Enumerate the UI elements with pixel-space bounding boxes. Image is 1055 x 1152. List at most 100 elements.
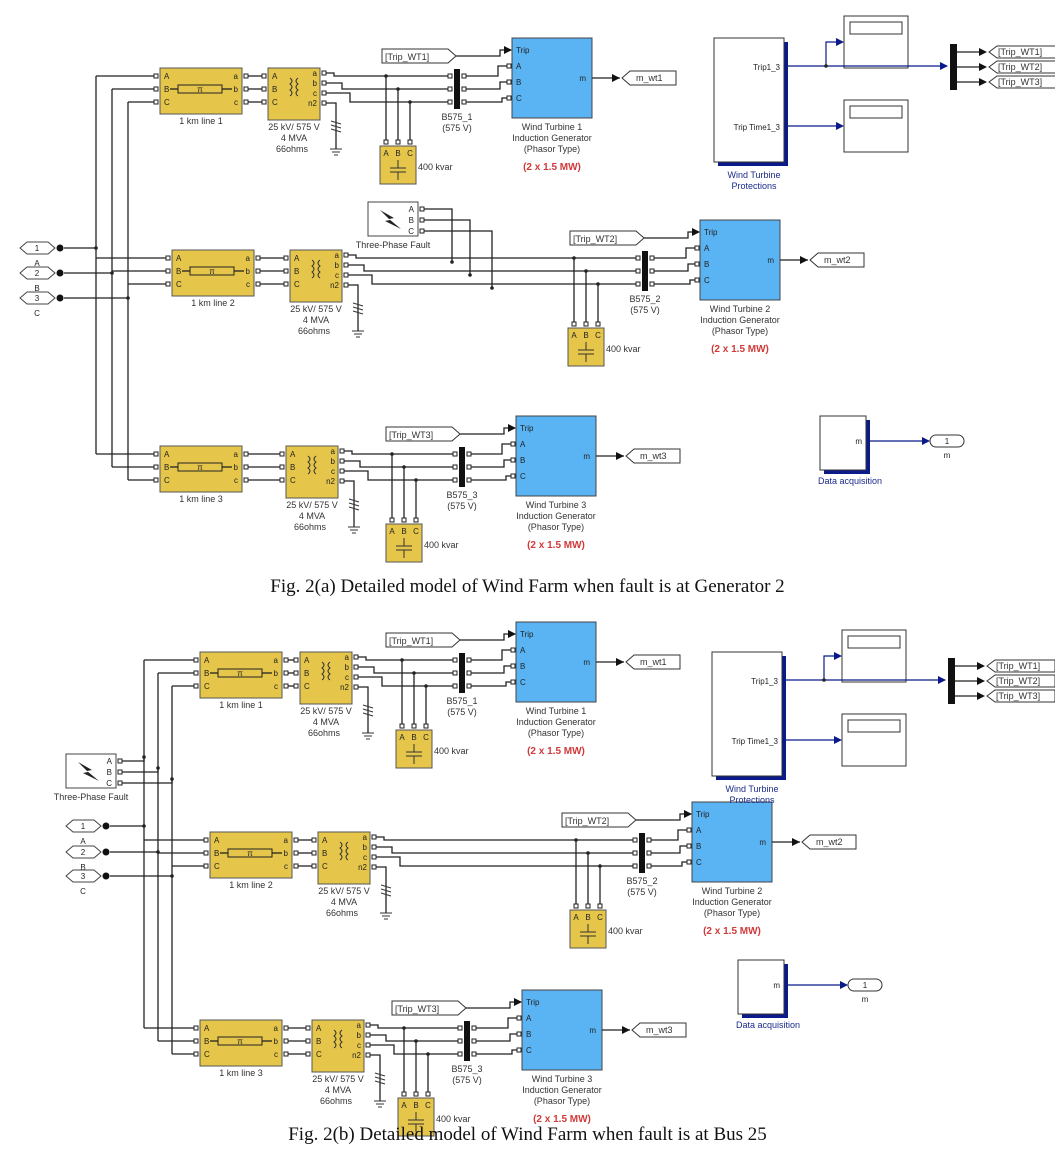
junction-dot <box>426 1052 430 1056</box>
junction-dot <box>586 851 590 855</box>
port-label: Trip1_3 <box>751 677 778 686</box>
port-label: a <box>335 251 340 260</box>
port-icon <box>261 86 267 92</box>
pi-symbol: π <box>197 463 203 472</box>
wire <box>786 655 840 681</box>
port-label: b <box>234 463 239 472</box>
port-icon <box>646 837 652 843</box>
goto-tag-label: [Trip_WT1] <box>389 636 433 646</box>
port-label: A <box>520 646 526 655</box>
wind-turbine-body <box>521 989 603 1071</box>
inport-label: C <box>34 309 40 318</box>
port-icon <box>283 1038 289 1044</box>
inport-label: B <box>80 863 85 872</box>
transformer-label: 25 kV/ 575 V <box>268 122 320 132</box>
port-icon <box>153 99 159 105</box>
junction-dot <box>142 824 146 828</box>
wire <box>644 231 699 239</box>
capacitor-icon <box>390 160 406 180</box>
wind-turbine-label: Induction Generator <box>692 897 772 907</box>
port-icon <box>694 245 700 251</box>
junction-dot <box>412 671 416 675</box>
junction-dot <box>110 271 114 275</box>
arrow-icon <box>977 692 985 700</box>
port-label: Trip1_3 <box>753 63 780 72</box>
port-label: C <box>304 682 310 691</box>
port-icon <box>283 683 289 689</box>
wind-turbine-label: Induction Generator <box>700 315 780 325</box>
wind-turbine-body <box>699 219 781 301</box>
port-icon <box>243 477 249 483</box>
port-label: A <box>322 836 328 845</box>
port-label: B <box>204 1037 209 1046</box>
wire <box>348 274 639 285</box>
port-icon <box>401 1091 407 1097</box>
port-icon <box>457 1051 463 1057</box>
port-label: C <box>176 280 182 289</box>
port-label: c <box>363 853 367 862</box>
wire <box>654 279 696 285</box>
port-icon <box>283 1051 289 1057</box>
port-label: C <box>290 476 296 485</box>
arrow-icon <box>514 998 522 1006</box>
port-icon <box>466 464 472 470</box>
port-icon <box>293 657 299 663</box>
wire <box>651 829 688 841</box>
port-label: C <box>520 678 526 687</box>
port-label: b <box>234 85 239 94</box>
port-label: B <box>395 149 400 158</box>
port-label: n2 <box>308 99 317 108</box>
port-label: B <box>294 267 299 276</box>
port-icon <box>243 464 249 470</box>
port-icon <box>510 457 516 463</box>
port-icon <box>595 321 601 327</box>
line-label: 1 km line 3 <box>179 494 223 504</box>
port-label: c <box>274 1050 278 1059</box>
output-tag-label: m_wt3 <box>646 1025 673 1035</box>
port-label: C <box>408 227 414 236</box>
scope-block-2 <box>843 99 909 153</box>
arrow-icon <box>800 256 808 264</box>
output-tag-body <box>621 70 677 86</box>
bus-label: B575_1 <box>441 112 472 122</box>
wire <box>476 1049 518 1055</box>
transformer-label: 25 kV/ 575 V <box>286 500 338 510</box>
from-tag: [Trip_WT1] <box>988 45 1055 59</box>
wind-turbine-label: Wind Turbine 1 <box>522 122 583 132</box>
wind-turbine-label: (Phasor Type) <box>704 908 760 918</box>
wire <box>424 219 471 275</box>
line-label: 1 km line 2 <box>229 880 273 890</box>
port-icon <box>153 451 159 457</box>
port-icon <box>461 86 467 92</box>
grounding-resistor-icon <box>352 302 364 315</box>
port-icon <box>339 458 345 464</box>
port-label: B <box>585 913 590 922</box>
fault-label: Three-Phase Fault <box>356 240 431 250</box>
port-icon <box>632 863 638 869</box>
port-icon <box>510 473 516 479</box>
wind-turbine-label: Wind Turbine 1 <box>526 706 587 716</box>
port-label: b <box>331 457 336 466</box>
junction-dot <box>596 282 600 286</box>
output-tag: m_wt1 <box>621 70 677 86</box>
output-tag: m_wt2 <box>801 834 857 850</box>
arrow-icon <box>977 662 985 670</box>
pi-line-body <box>171 249 255 297</box>
port-icon <box>255 281 261 287</box>
wire <box>370 1024 461 1029</box>
arrow-icon <box>616 452 624 460</box>
transformer-label: 66ohms <box>276 144 309 154</box>
ground-icon <box>380 912 392 920</box>
outport-label: m <box>862 995 869 1004</box>
port-icon <box>305 1025 311 1031</box>
data-acquisition-label: Data acquisition <box>736 1020 800 1030</box>
bus-voltage-label: (575 V) <box>630 305 660 315</box>
pi-symbol: π <box>209 267 215 276</box>
rating-label: (2 x 1.5 MW) <box>527 540 585 551</box>
port-icon <box>510 441 516 447</box>
